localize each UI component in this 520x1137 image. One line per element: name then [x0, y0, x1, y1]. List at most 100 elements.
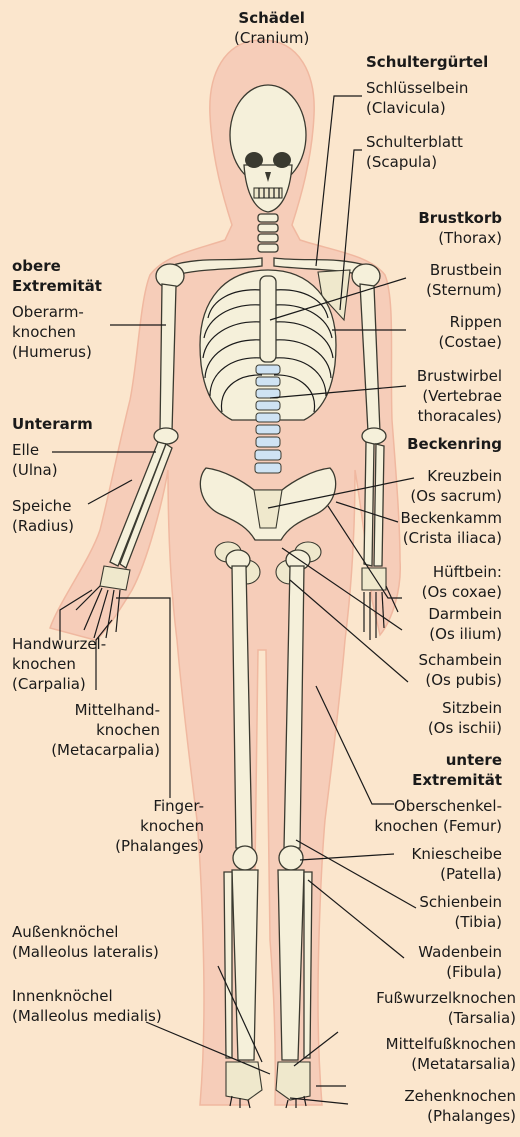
label-thoracic-vertebrae-line3: thoracales) — [417, 406, 502, 426]
label-iliac-crest-line1: Beckenkamm — [401, 508, 503, 528]
label-medial-malleolus: Innenknöchel (Malleolus medialis) — [12, 986, 162, 1026]
label-clavicle: Schlüsselbein (Clavicula) — [366, 78, 468, 118]
label-thoracic-vertebrae: Brustwirbel (Vertebrae thoracales) — [417, 366, 502, 426]
label-femur: Oberschenkel- knochen (Femur) — [374, 796, 502, 836]
label-metacarpals-line1: Mittelhand- — [51, 700, 160, 720]
label-tibia-line1: Schienbein — [419, 892, 502, 912]
label-radius: Speiche (Radius) — [12, 496, 74, 536]
label-patella: Kniescheibe (Patella) — [412, 844, 502, 884]
label-ribs: Rippen (Costae) — [439, 312, 502, 352]
label-hip-bone-line2: (Os coxae) — [422, 582, 502, 602]
label-scapula-line1: Schulterblatt — [366, 132, 463, 152]
label-medial-malleolus-line1: Innenknöchel — [12, 986, 162, 1006]
label-radius-line1: Speiche — [12, 496, 74, 516]
label-forearm-heading: Unterarm — [12, 414, 93, 434]
label-finger-bones-line2: knochen — [115, 816, 204, 836]
label-tarsals-line2: (Tarsalia) — [376, 1008, 516, 1028]
label-upper-extremity: obere Extremität — [12, 256, 102, 296]
label-ischium-line1: Sitzbein — [428, 698, 502, 718]
label-carpals-line1: Handwurzel- — [12, 634, 106, 654]
label-pubis-line2: (Os pubis) — [418, 670, 502, 690]
label-toe-bones: Zehenknochen (Phalanges) — [404, 1086, 516, 1126]
label-shoulder-girdle: Schultergürtel — [366, 52, 488, 72]
label-carpals-line3: (Carpalia) — [12, 674, 106, 694]
label-ulna-line1: Elle — [12, 440, 58, 460]
label-fibula: Wadenbein (Fibula) — [418, 942, 502, 982]
label-tibia: Schienbein (Tibia) — [419, 892, 502, 932]
label-pelvic-girdle-heading: Beckenring — [407, 434, 502, 454]
spine — [255, 365, 281, 473]
label-tarsals-line1: Fußwurzelknochen — [376, 988, 516, 1008]
label-ischium-line2: (Os ischii) — [428, 718, 502, 738]
label-sacrum-line1: Kreuzbein — [410, 466, 502, 486]
label-sternum-line1: Brustbein — [426, 260, 502, 280]
label-tarsals: Fußwurzelknochen (Tarsalia) — [376, 988, 516, 1028]
label-thoracic-vertebrae-line1: Brustwirbel — [417, 366, 502, 386]
label-iliac-crest-line2: (Crista iliaca) — [401, 528, 503, 548]
label-clavicle-line1: Schlüsselbein — [366, 78, 468, 98]
label-metacarpals-line3: (Metacarpalia) — [51, 740, 160, 760]
label-hip-bone: Hüftbein: (Os coxae) — [422, 562, 502, 602]
label-ribs-line1: Rippen — [439, 312, 502, 332]
label-forearm: Unterarm — [12, 414, 93, 434]
label-humerus-line3: (Humerus) — [12, 342, 92, 362]
label-scapula: Schulterblatt (Scapula) — [366, 132, 463, 172]
label-ilium: Darmbein (Os ilium) — [428, 604, 502, 644]
label-patella-line2: (Patella) — [412, 864, 502, 884]
label-humerus: Oberarm- knochen (Humerus) — [12, 302, 92, 362]
label-sacrum-line2: (Os sacrum) — [410, 486, 502, 506]
label-thorax-latin: (Thorax) — [418, 228, 502, 248]
label-toe-bones-line1: Zehenknochen — [404, 1086, 516, 1106]
label-lower-extremity-line1: untere — [412, 750, 502, 770]
label-metatarsals-line2: (Metatarsalia) — [386, 1054, 516, 1074]
label-finger-bones: Finger- knochen (Phalanges) — [115, 796, 204, 856]
label-upper-extremity-line2: Extremität — [12, 276, 102, 296]
label-ulna-line2: (Ulna) — [12, 460, 58, 480]
label-clavicle-line2: (Clavicula) — [366, 98, 468, 118]
label-patella-line1: Kniescheibe — [412, 844, 502, 864]
label-pubis-line1: Schambein — [418, 650, 502, 670]
label-ilium-line1: Darmbein — [428, 604, 502, 624]
label-thorax: Brustkorb (Thorax) — [418, 208, 502, 248]
label-tibia-line2: (Tibia) — [419, 912, 502, 932]
label-carpals-line2: knochen — [12, 654, 106, 674]
label-toe-bones-line2: (Phalanges) — [404, 1106, 516, 1126]
label-iliac-crest: Beckenkamm (Crista iliaca) — [401, 508, 503, 548]
label-hip-bone-line1: Hüftbein: — [422, 562, 502, 582]
label-medial-malleolus-line2: (Malleolus medialis) — [12, 1006, 162, 1026]
label-lateral-malleolus: Außenknöchel (Malleolus lateralis) — [12, 922, 159, 962]
label-fibula-line2: (Fibula) — [418, 962, 502, 982]
label-pubis: Schambein (Os pubis) — [418, 650, 502, 690]
label-carpals: Handwurzel- knochen (Carpalia) — [12, 634, 106, 694]
label-finger-bones-line1: Finger- — [115, 796, 204, 816]
label-fibula-line1: Wadenbein — [418, 942, 502, 962]
label-cranium-heading: Schädel — [234, 8, 309, 28]
label-ilium-line2: (Os ilium) — [428, 624, 502, 644]
label-thoracic-vertebrae-line2: (Vertebrae — [417, 386, 502, 406]
label-metacarpals-line2: knochen — [51, 720, 160, 740]
label-sternum: Brustbein (Sternum) — [426, 260, 502, 300]
label-thorax-heading: Brustkorb — [418, 208, 502, 228]
label-lateral-malleolus-line1: Außenknöchel — [12, 922, 159, 942]
label-cranium-latin: (Cranium) — [234, 28, 309, 48]
label-ischium: Sitzbein (Os ischii) — [428, 698, 502, 738]
label-lower-extremity: untere Extremität — [412, 750, 502, 790]
label-upper-extremity-line1: obere — [12, 256, 102, 276]
label-femur-line1: Oberschenkel- — [374, 796, 502, 816]
label-metacarpals: Mittelhand- knochen (Metacarpalia) — [51, 700, 160, 760]
label-lateral-malleolus-line2: (Malleolus lateralis) — [12, 942, 159, 962]
label-metatarsals-line1: Mittelfußknochen — [386, 1034, 516, 1054]
label-finger-bones-line3: (Phalanges) — [115, 836, 204, 856]
label-humerus-line1: Oberarm- — [12, 302, 92, 322]
label-lower-extremity-line2: Extremität — [412, 770, 502, 790]
label-cranium: Schädel (Cranium) — [234, 8, 309, 48]
label-scapula-line2: (Scapula) — [366, 152, 463, 172]
label-femur-line2: knochen (Femur) — [374, 816, 502, 836]
label-metatarsals: Mittelfußknochen (Metatarsalia) — [386, 1034, 516, 1074]
label-ribs-line2: (Costae) — [439, 332, 502, 352]
label-shoulder-girdle-heading: Schultergürtel — [366, 52, 488, 72]
label-humerus-line2: knochen — [12, 322, 92, 342]
label-ulna: Elle (Ulna) — [12, 440, 58, 480]
label-sternum-line2: (Sternum) — [426, 280, 502, 300]
